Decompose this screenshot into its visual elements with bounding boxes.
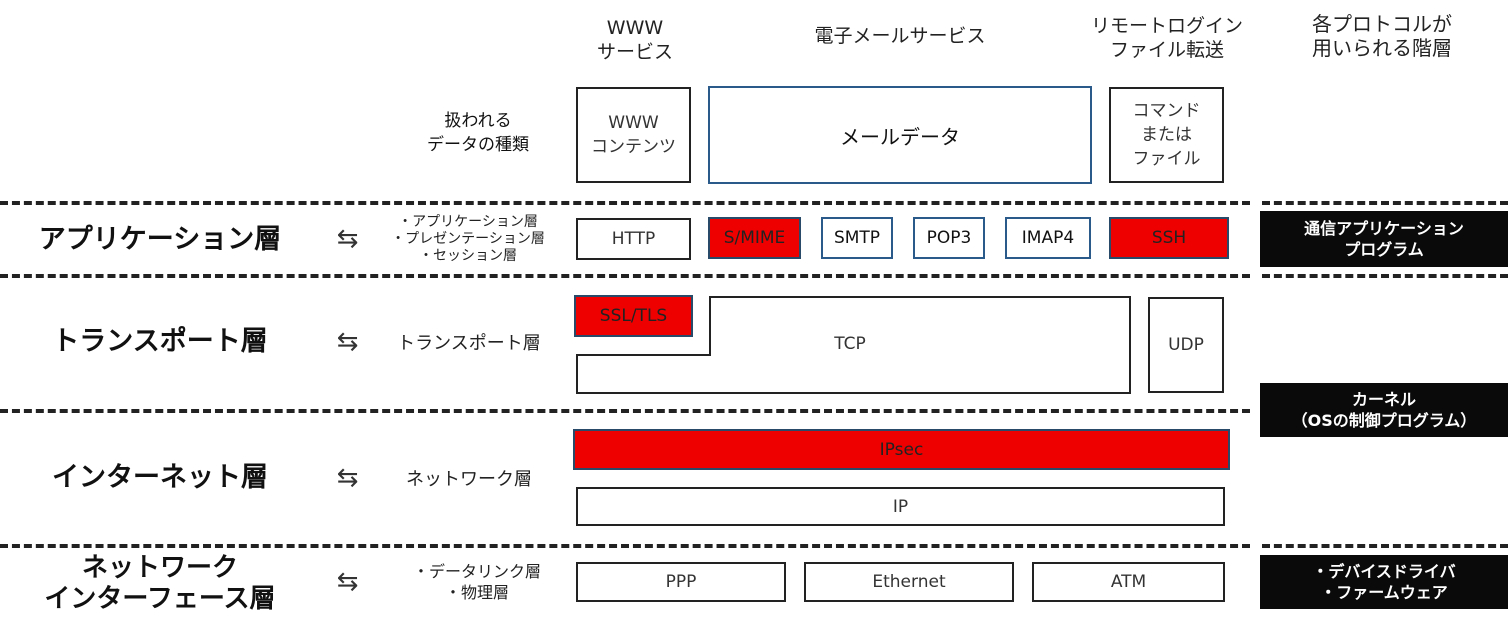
protocol-ppp: PPP — [576, 562, 786, 602]
osi-transport-layer: トランスポート層 — [397, 332, 541, 354]
layer-transport: トランスポート層 — [52, 326, 268, 357]
protocol-http: HTTP — [576, 218, 691, 260]
osi-network-layer: ネットワーク層 — [406, 468, 532, 490]
layer-network-interface: ネットワーク インターフェース層 — [44, 553, 276, 614]
separator-line — [1262, 544, 1508, 548]
www-contents-box: WWW コンテンツ — [576, 87, 691, 183]
label-app-program: 通信アプリケーション プログラム — [1260, 211, 1508, 267]
layer-internet: インターネット層 — [52, 462, 268, 493]
label-device-driver: ・デバイスドライバ ・ファームウェア — [1260, 555, 1508, 609]
header-email-service: 電子メールサービス — [814, 25, 986, 47]
protocol-tcp: TCP — [834, 334, 866, 354]
layer-application: アプリケーション層 — [38, 224, 282, 255]
header-remote-login-file-transfer: リモートログイン ファイル転送 — [1090, 15, 1243, 61]
command-file-box: コマンド または ファイル — [1109, 87, 1224, 183]
separator-line — [1262, 201, 1508, 205]
protocol-ip: IP — [576, 487, 1225, 526]
protocol-pop3: POP3 — [913, 217, 985, 259]
data-types-label: 扱われる データの種類 — [427, 111, 529, 155]
bidirectional-arrow-icon: ⇆ — [336, 224, 359, 254]
separator-line — [1262, 274, 1508, 278]
mail-data-box: メールデータ — [708, 86, 1092, 184]
protocol-ssl-tls: SSL/TLS — [574, 295, 693, 337]
bidirectional-arrow-icon: ⇆ — [336, 463, 359, 493]
header-protocol-layer: 各プロトコルが 用いられる階層 — [1312, 12, 1452, 60]
bidirectional-arrow-icon: ⇆ — [336, 567, 359, 597]
protocol-udp: UDP — [1148, 297, 1224, 393]
protocol-ipsec: IPsec — [573, 429, 1230, 470]
osi-datalink-physical: ・データリンク層 ・物理層 — [412, 562, 541, 602]
header-www-service: WWW サービス — [596, 17, 673, 63]
protocol-smtp: SMTP — [821, 217, 893, 259]
label-kernel: カーネル （OSの制御プログラム） — [1260, 383, 1508, 437]
separator-line — [0, 544, 1250, 548]
osi-application-layers: ・アプリケーション層 ・プレゼンテーション層 ・セッション層 — [391, 213, 545, 264]
protocol-smime: S/MIME — [708, 217, 801, 259]
protocol-atm: ATM — [1032, 562, 1225, 602]
separator-line — [0, 201, 1250, 205]
separator-line — [0, 274, 1250, 278]
protocol-imap4: IMAP4 — [1005, 217, 1091, 259]
separator-line — [0, 409, 1250, 413]
protocol-ssh: SSH — [1109, 217, 1229, 259]
protocol-ethernet: Ethernet — [804, 562, 1014, 602]
bidirectional-arrow-icon: ⇆ — [336, 327, 359, 357]
